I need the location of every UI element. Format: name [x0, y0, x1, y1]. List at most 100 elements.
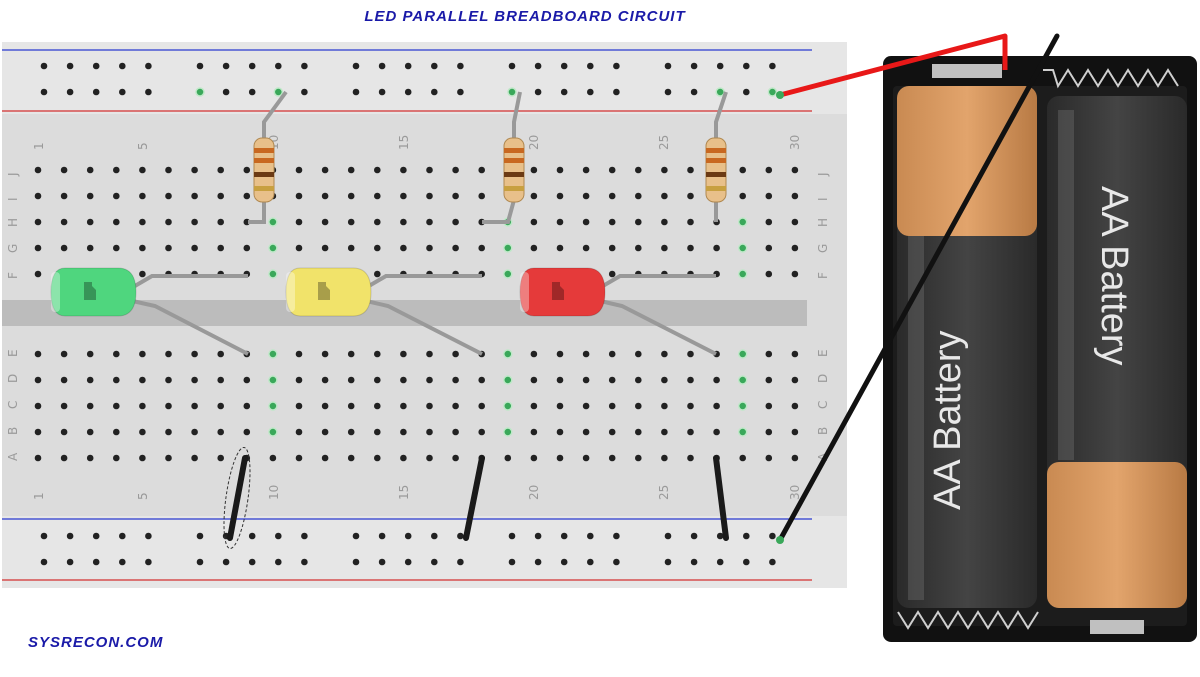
- breadboard-hole[interactable]: [34, 192, 42, 200]
- breadboard-hole[interactable]: [191, 428, 198, 436]
- rail-hole[interactable]: [92, 532, 100, 540]
- breadboard-hole[interactable]: [86, 350, 94, 358]
- breadboard-hole[interactable]: [165, 244, 172, 252]
- breadboard-hole[interactable]: [608, 218, 616, 226]
- breadboard-hole[interactable]: [60, 454, 68, 462]
- breadboard-hole[interactable]: [374, 270, 381, 278]
- rail-hole[interactable]: [66, 88, 74, 96]
- breadboard-hole[interactable]: [321, 402, 329, 410]
- rail-hole[interactable]: [119, 532, 126, 540]
- breadboard-hole[interactable]: [765, 244, 773, 252]
- rail-hole[interactable]: [743, 88, 750, 96]
- breadboard-hole[interactable]: [295, 402, 303, 410]
- breadboard-hole[interactable]: [295, 350, 303, 358]
- breadboard-hole[interactable]: [608, 402, 616, 410]
- rail-hole[interactable]: [119, 558, 126, 566]
- rail-hole[interactable]: [40, 88, 48, 96]
- breadboard-hole[interactable]: [582, 218, 590, 226]
- breadboard-hole[interactable]: [86, 244, 94, 252]
- breadboard-hole[interactable]: [426, 350, 433, 358]
- rail-hole[interactable]: [457, 62, 464, 70]
- rail-hole[interactable]: [222, 62, 230, 70]
- breadboard-hole[interactable]: [530, 428, 538, 436]
- breadboard-hole[interactable]: [530, 218, 538, 226]
- breadboard-hole[interactable]: [243, 376, 251, 384]
- breadboard-hole[interactable]: [139, 270, 146, 278]
- rail-hole[interactable]: [275, 532, 282, 540]
- breadboard-hole[interactable]: [765, 350, 773, 358]
- breadboard-hole[interactable]: [321, 428, 329, 436]
- breadboard-hole[interactable]: [530, 166, 538, 174]
- rail-hole[interactable]: [66, 558, 74, 566]
- rail-hole[interactable]: [92, 88, 100, 96]
- rail-hole[interactable]: [404, 532, 412, 540]
- breadboard-hole[interactable]: [217, 428, 224, 436]
- rail-hole[interactable]: [40, 558, 48, 566]
- breadboard-hole[interactable]: [791, 218, 799, 226]
- resistor-2[interactable]: [482, 91, 525, 224]
- breadboard-hole[interactable]: [556, 166, 564, 174]
- breadboard-hole[interactable]: [400, 350, 407, 358]
- breadboard-hole[interactable]: [765, 402, 773, 410]
- rail-hole[interactable]: [587, 88, 594, 96]
- breadboard-hole[interactable]: [347, 376, 355, 384]
- breadboard-hole[interactable]: [687, 402, 694, 410]
- breadboard-hole[interactable]: [113, 218, 120, 226]
- breadboard-hole[interactable]: [478, 244, 486, 252]
- breadboard-hole[interactable]: [113, 244, 120, 252]
- breadboard-hole[interactable]: [86, 376, 94, 384]
- rail-hole[interactable]: [119, 88, 126, 96]
- rail-hole[interactable]: [743, 532, 750, 540]
- breadboard-hole[interactable]: [530, 454, 538, 462]
- breadboard-hole[interactable]: [635, 192, 642, 200]
- breadboard-hole[interactable]: [321, 454, 329, 462]
- breadboard-hole[interactable]: [165, 454, 172, 462]
- breadboard-hole[interactable]: [791, 376, 799, 384]
- breadboard-hole[interactable]: [713, 376, 720, 384]
- breadboard-hole[interactable]: [791, 166, 799, 174]
- breadboard-hole[interactable]: [635, 218, 642, 226]
- breadboard-hole[interactable]: [713, 428, 720, 436]
- breadboard-hole[interactable]: [139, 218, 146, 226]
- breadboard-hole[interactable]: [608, 350, 616, 358]
- rail-hole[interactable]: [613, 62, 620, 70]
- resistor-3[interactable]: [705, 91, 728, 222]
- breadboard-hole[interactable]: [295, 192, 303, 200]
- jumper-wire-3[interactable]: [713, 455, 729, 541]
- breadboard-hole[interactable]: [530, 350, 538, 358]
- breadboard-hole[interactable]: [765, 218, 773, 226]
- rail-hole[interactable]: [431, 88, 438, 96]
- breadboard-hole[interactable]: [34, 244, 42, 252]
- rail-hole[interactable]: [248, 62, 256, 70]
- breadboard-hole[interactable]: [713, 244, 720, 252]
- breadboard-hole[interactable]: [347, 192, 355, 200]
- breadboard-hole[interactable]: [217, 166, 224, 174]
- rail-hole[interactable]: [664, 532, 672, 540]
- rail-hole[interactable]: [145, 558, 152, 566]
- breadboard-hole[interactable]: [34, 270, 42, 278]
- rail-hole[interactable]: [769, 532, 776, 540]
- rail-hole[interactable]: [301, 88, 308, 96]
- rail-hole[interactable]: [275, 558, 282, 566]
- breadboard-hole[interactable]: [243, 166, 251, 174]
- breadboard-hole[interactable]: [791, 454, 799, 462]
- led-red[interactable]: [519, 267, 717, 356]
- rail-hole[interactable]: [587, 558, 594, 566]
- breadboard-hole[interactable]: [739, 192, 746, 200]
- breadboard-hole[interactable]: [737, 269, 748, 279]
- breadboard-hole[interactable]: [165, 402, 172, 410]
- breadboard-hole[interactable]: [503, 401, 513, 411]
- breadboard-hole[interactable]: [243, 428, 251, 436]
- breadboard-hole[interactable]: [60, 350, 68, 358]
- breadboard-hole[interactable]: [452, 454, 459, 462]
- breadboard-hole[interactable]: [687, 244, 694, 252]
- breadboard-hole[interactable]: [452, 428, 459, 436]
- rail-hole[interactable]: [196, 532, 204, 540]
- rail-hole[interactable]: [352, 558, 360, 566]
- rail-hole[interactable]: [352, 62, 360, 70]
- rail-hole[interactable]: [587, 62, 594, 70]
- rail-hole[interactable]: [457, 88, 464, 96]
- breadboard-hole[interactable]: [113, 166, 120, 174]
- breadboard-hole[interactable]: [765, 166, 773, 174]
- rail-hole[interactable]: [195, 87, 205, 97]
